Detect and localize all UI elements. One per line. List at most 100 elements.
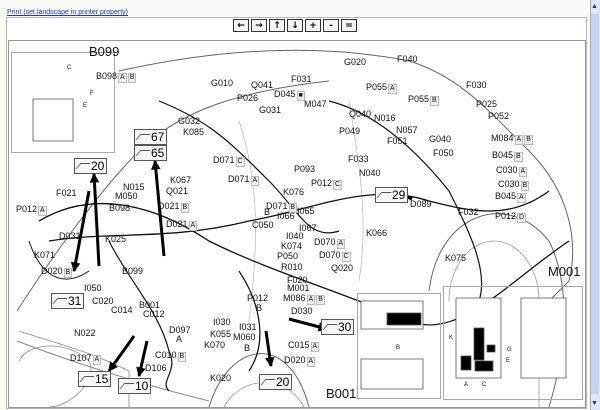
component-label[interactable]: K085 <box>183 127 204 137</box>
scrollbar-thumb[interactable] <box>591 14 599 394</box>
component-label[interactable]: M060 <box>233 332 256 342</box>
component-label[interactable]: D097 <box>169 325 191 335</box>
component-label[interactable]: K070 <box>204 340 225 350</box>
component-label[interactable]: D106 <box>145 363 167 373</box>
component-label[interactable]: I067 <box>299 223 317 233</box>
pan-right-button[interactable]: → <box>251 19 267 32</box>
component-label[interactable]: Q020 <box>331 263 353 273</box>
component-label[interactable]: A <box>176 334 182 344</box>
component-label[interactable]: I040 <box>286 231 304 241</box>
component-label[interactable]: G032 <box>178 116 200 126</box>
component-label[interactable]: D045■ <box>274 89 305 101</box>
component-label[interactable]: N040 <box>359 168 381 178</box>
component-label[interactable]: C014 <box>111 305 133 315</box>
component-label[interactable]: N057 <box>396 125 418 135</box>
component-label[interactable]: C050 <box>252 220 274 230</box>
component-label[interactable]: B <box>264 207 270 217</box>
component-label[interactable]: F030 <box>466 80 487 90</box>
component-label[interactable]: G031 <box>259 105 281 115</box>
component-label[interactable]: F051 <box>387 136 408 146</box>
pan-up-button[interactable]: ↑ <box>269 19 285 32</box>
component-label[interactable]: K066 <box>366 228 387 238</box>
component-label[interactable]: K067 <box>170 175 191 185</box>
component-label[interactable]: F031 <box>291 74 312 84</box>
component-label[interactable]: K055 <box>210 329 231 339</box>
component-label[interactable]: M001 <box>287 283 310 293</box>
component-label[interactable]: D089 <box>410 199 432 209</box>
component-label[interactable]: P025 <box>476 99 497 109</box>
component-label[interactable]: M047 <box>304 99 327 109</box>
component-label[interactable]: Q041 <box>251 80 273 90</box>
component-label[interactable]: K074 <box>281 241 302 251</box>
component-label[interactable]: B099 <box>122 266 143 276</box>
component-label[interactable]: B <box>256 303 262 313</box>
zoom-in-button[interactable]: + <box>305 19 321 32</box>
component-label[interactable]: C020 <box>92 296 114 306</box>
reference-page-link[interactable]: 31 <box>51 293 85 309</box>
zoom-out-button[interactable]: - <box>323 19 339 32</box>
component-label[interactable]: K025 <box>105 234 126 244</box>
component-label[interactable]: P093 <box>294 164 315 174</box>
component-label[interactable]: F033 <box>348 154 369 164</box>
pan-down-button[interactable]: ↓ <box>287 19 303 32</box>
component-label[interactable]: G040 <box>429 134 451 144</box>
component-label[interactable]: F040 <box>397 54 418 64</box>
component-label[interactable]: Q021 <box>166 186 188 196</box>
reference-page-link[interactable]: 20 <box>74 158 108 174</box>
fit-button[interactable]: = <box>341 19 357 32</box>
component-label[interactable]: B001 <box>139 300 160 310</box>
component-label[interactable]: C012 <box>143 309 165 319</box>
component-label[interactable]: G010 <box>211 78 233 88</box>
component-label[interactable]: D031 <box>59 231 81 241</box>
component-label[interactable]: D030 <box>291 306 313 316</box>
component-label[interactable]: P012 <box>247 293 268 303</box>
reference-page-link[interactable]: 29 <box>375 187 409 203</box>
scroll-down-icon[interactable]: ▼ <box>591 400 598 407</box>
reference-page-link[interactable]: 15 <box>78 371 112 387</box>
component-label[interactable]: I065 <box>297 206 315 216</box>
component-label[interactable]: I030 <box>213 317 231 327</box>
pan-left-button[interactable]: ← <box>233 19 249 32</box>
component-label[interactable]: B098 <box>109 203 130 213</box>
component-label[interactable]: P049 <box>339 126 360 136</box>
component-label[interactable]: I066 <box>277 211 295 221</box>
component-label[interactable]: M050 <box>115 191 138 201</box>
component-label[interactable]: R010 <box>281 262 303 272</box>
component-label[interactable]: N022 <box>74 328 96 338</box>
component-label[interactable]: N016 <box>374 113 396 123</box>
reference-page-link[interactable]: 65 <box>134 145 168 161</box>
component-label[interactable]: F021 <box>56 188 77 198</box>
component-label[interactable]: P050 <box>277 251 298 261</box>
component-label[interactable]: P052 <box>488 111 509 121</box>
component-label[interactable]: P026 <box>237 93 258 103</box>
component-label[interactable]: N015 <box>123 182 145 192</box>
component-label[interactable]: G020 <box>344 57 366 67</box>
component-label[interactable]: K020 <box>210 373 231 383</box>
reference-page-link[interactable]: 10 <box>118 378 152 394</box>
component-label[interactable]: F032 <box>458 207 479 217</box>
scroll-up-icon[interactable]: ▲ <box>591 3 598 10</box>
component-label[interactable]: Q040 <box>349 109 371 119</box>
